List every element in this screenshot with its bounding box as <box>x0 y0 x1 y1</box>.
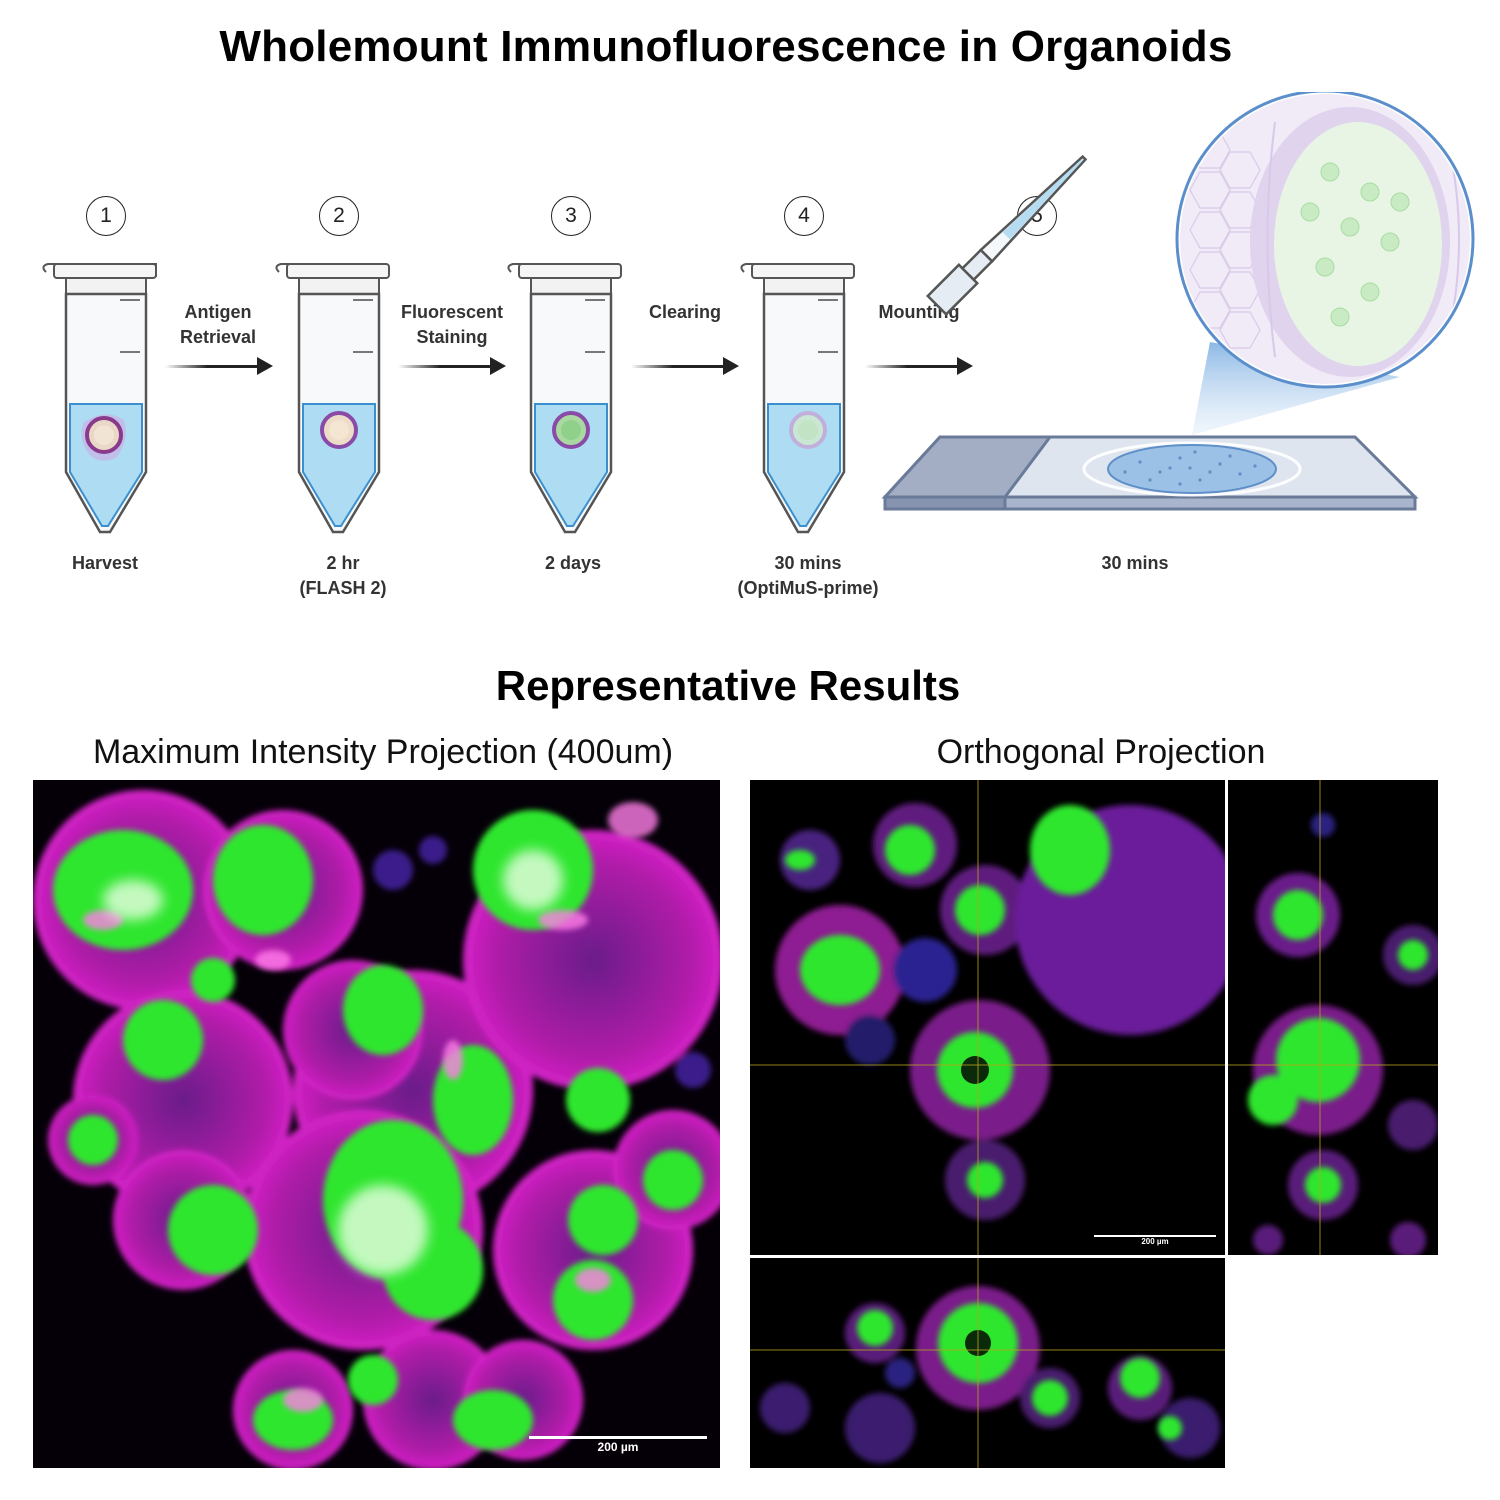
orthogonal-xy-image: 200 µm <box>750 780 1225 1255</box>
step-4-time: 30 mins <box>774 553 842 573</box>
transition-label-fluorescent-staining: Fluorescent Staining <box>382 300 522 350</box>
transition-2-line2: Staining <box>416 327 488 347</box>
step-2-sub: (FLASH 2) <box>299 578 387 598</box>
step-4-label: 30 mins (OptiMuS-prime) <box>718 551 898 601</box>
step-2-label: 2 hr (FLASH 2) <box>253 551 433 601</box>
tube-antigen-retrieval-icon <box>275 263 390 534</box>
scale-label-left: 200 µm <box>597 1440 639 1454</box>
right-panel-title: Orthogonal Projection <box>936 733 1266 771</box>
results-heading: Representative Results <box>495 662 961 709</box>
mounting-slide-icon <box>881 92 1475 511</box>
step-3-time: 2 days <box>544 553 602 573</box>
transition-label-clearing: Clearing <box>615 300 755 325</box>
step-5-label: 30 mins <box>1045 551 1225 576</box>
transition-1-line2: Retrieval <box>179 327 257 347</box>
step-1-label: Harvest <box>15 551 195 576</box>
transition-2-line1: Fluorescent <box>400 302 504 322</box>
page-title: Wholemount Immunofluorescence in Organoi… <box>219 22 1233 71</box>
step-number-1: 1 <box>86 196 126 236</box>
left-panel-title: Maximum Intensity Projection (400um) <box>92 733 674 771</box>
step-number-3: 3 <box>551 196 591 236</box>
tube-clearing-icon <box>740 263 855 534</box>
orthogonal-yz-image <box>1228 780 1438 1255</box>
step-number-4: 4 <box>784 196 824 236</box>
step-1-time: Harvest <box>71 553 139 573</box>
tube-harvest-icon <box>42 263 157 534</box>
step-2-time: 2 hr <box>326 553 360 573</box>
scale-bar-right <box>1094 1235 1216 1237</box>
step-3-label: 2 days <box>483 551 663 576</box>
orthogonal-xz-image <box>750 1258 1225 1468</box>
scale-bar-left <box>529 1436 707 1439</box>
ortho-divider-horizontal <box>750 1255 1225 1258</box>
step-number-2: 2 <box>319 196 359 236</box>
transition-3-line1: Clearing <box>648 302 722 322</box>
ortho-divider-vertical <box>1225 780 1228 1255</box>
transition-1-line1: Antigen <box>184 302 252 322</box>
scale-label-right: 200 µm <box>1141 1237 1169 1246</box>
max-intensity-projection-image: 200 µm <box>33 780 720 1468</box>
step-5-time: 30 mins <box>1101 553 1169 573</box>
tube-fluorescent-staining-icon <box>507 263 622 534</box>
step-4-sub: (OptiMuS-prime) <box>737 578 879 598</box>
transition-label-antigen-retrieval: Antigen Retrieval <box>148 300 288 350</box>
